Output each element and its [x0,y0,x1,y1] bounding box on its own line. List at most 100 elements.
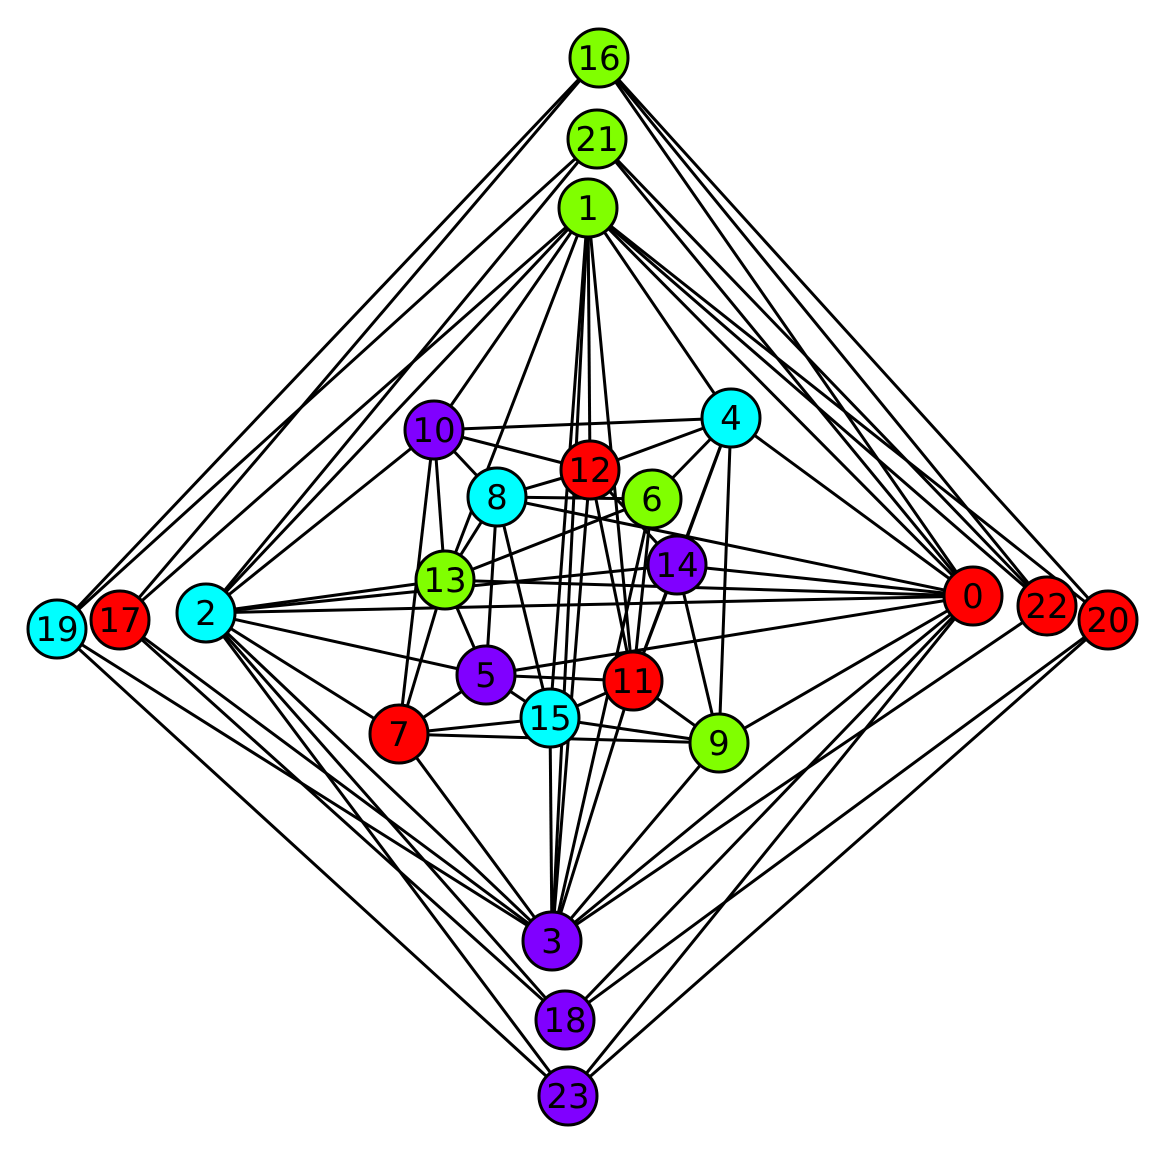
node-circle-22 [1016,575,1078,637]
node-label-7: 7 [388,715,410,755]
node-circle-10 [403,399,465,461]
edge-1-13 [443,207,590,581]
node-3: 3 [521,910,583,972]
node-21: 21 [566,108,628,170]
edge-21-0 [595,138,975,597]
edge-2-5 [205,611,487,677]
edge-0-18 [563,594,975,1022]
edge-20-18 [564,618,1109,1022]
edge-1-10 [432,207,590,431]
node-label-23: 23 [546,1077,589,1117]
node-label-5: 5 [475,656,497,696]
node-14: 14 [646,534,708,596]
edge-9-0 [718,594,974,745]
node-circle-9 [688,712,750,774]
node-11: 11 [602,650,664,712]
node-9: 9 [688,712,750,774]
node-label-22: 22 [1025,587,1068,627]
edge-4-9 [717,417,733,744]
node-circle-14 [646,534,708,596]
node-label-8: 8 [486,478,508,518]
node-label-17: 17 [98,601,141,641]
node-2: 2 [175,582,237,644]
edge-10-4 [433,416,732,432]
node-label-16: 16 [577,39,620,79]
node-label-4: 4 [720,399,742,439]
node-6: 6 [621,468,683,530]
node-circle-18 [534,989,596,1051]
node-circle-0 [942,565,1004,627]
node-19: 19 [26,598,88,660]
node-label-18: 18 [543,1001,586,1041]
node-label-1: 1 [577,189,599,229]
edge-9-3 [550,742,721,942]
node-circle-20 [1077,589,1139,651]
node-0: 0 [942,565,1004,627]
node-circle-11 [602,650,664,712]
node-label-19: 19 [35,610,78,650]
edge-2-23 [204,612,570,1097]
node-18: 18 [534,989,596,1051]
edge-1-0 [586,206,975,598]
node-12: 12 [559,439,621,501]
node-label-14: 14 [655,546,698,586]
node-15: 15 [519,687,581,749]
node-1: 1 [557,177,619,239]
edge-15-3 [548,717,554,942]
edge-2-0 [205,594,974,615]
node-7: 7 [368,703,430,765]
edge-8-15 [495,496,552,719]
node-17: 17 [89,589,151,651]
edge-1-22 [587,206,1048,608]
node-circle-21 [566,108,628,170]
edge-2-3 [204,611,554,943]
node-circle-13 [414,549,476,611]
edge-2-18 [204,612,567,1021]
edge-13-0 [444,578,974,598]
node-16: 16 [568,27,630,89]
edge-6-13 [444,497,653,582]
node-label-2: 2 [195,594,217,634]
edge-16-22 [597,57,1049,607]
node-circle-16 [568,27,630,89]
node-13: 13 [414,549,476,611]
node-5: 5 [455,644,517,706]
edge-21-22 [595,137,1049,608]
node-label-15: 15 [528,699,571,739]
node-circle-15 [519,687,581,749]
edge-8-0 [496,495,974,598]
edge-16-19 [55,56,601,631]
edge-0-3 [551,594,974,943]
edge-21-2 [204,138,599,614]
node-circle-7 [368,703,430,765]
node-label-13: 13 [423,561,466,601]
node-label-12: 12 [568,451,611,491]
node-8: 8 [466,466,528,528]
edge-2-10 [205,428,435,615]
node-label-10: 10 [412,411,455,451]
edge-5-0 [485,594,974,677]
edge-7-3 [397,733,554,942]
edge-16-0 [597,57,975,597]
edge-1-12 [586,207,592,471]
node-label-9: 9 [708,724,730,764]
edge-11-3 [550,680,635,942]
node-10: 10 [403,399,465,461]
edge-1-2 [204,206,590,615]
node-4: 4 [700,387,762,449]
node-label-6: 6 [641,480,663,520]
node-20: 20 [1077,589,1139,651]
node-circle-4 [700,387,762,449]
edge-1-11 [586,207,635,682]
node-circle-5 [455,644,517,706]
edge-17-18 [118,618,567,1022]
node-circle-2 [175,582,237,644]
edge-21-19 [55,137,599,631]
edge-19-23 [55,627,570,1098]
node-label-11: 11 [611,662,654,702]
node-circle-12 [559,439,621,501]
edge-6-3 [550,498,654,942]
edge-16-20 [597,56,1110,622]
